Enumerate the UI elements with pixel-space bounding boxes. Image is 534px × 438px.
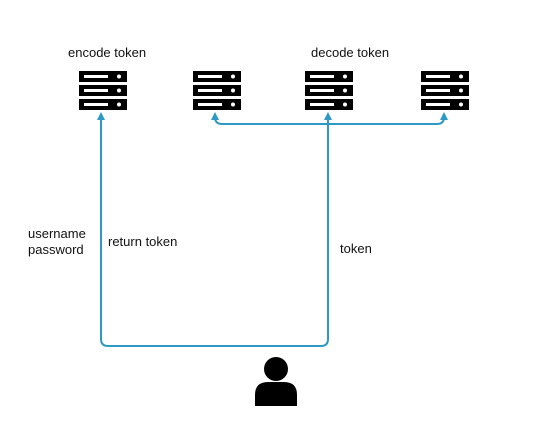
- server-decode-2: [305, 71, 353, 110]
- server-icon: [193, 71, 241, 110]
- server-icon: [79, 71, 127, 110]
- connector-lines: [97, 112, 448, 347]
- return-token-label: return token: [108, 234, 178, 249]
- server-icon: [305, 71, 353, 110]
- server-encode: [79, 71, 127, 110]
- arrow-to-encode: [97, 112, 276, 347]
- username-label: username: [28, 226, 86, 241]
- encode-token-label: encode token: [68, 45, 147, 60]
- server-decode-3: [421, 71, 469, 110]
- server-decode-1: [193, 71, 241, 110]
- arrow-to-decode-1: [211, 112, 328, 125]
- server-icon: [421, 71, 469, 110]
- arrow-to-decode-2: [276, 112, 332, 347]
- token-label: token: [340, 241, 372, 256]
- user-icon: [255, 357, 297, 406]
- decode-token-label: decode token: [311, 45, 390, 60]
- credentials-label: username password: [28, 226, 86, 258]
- arrow-to-decode-3: [328, 112, 448, 125]
- password-label: password: [28, 242, 84, 257]
